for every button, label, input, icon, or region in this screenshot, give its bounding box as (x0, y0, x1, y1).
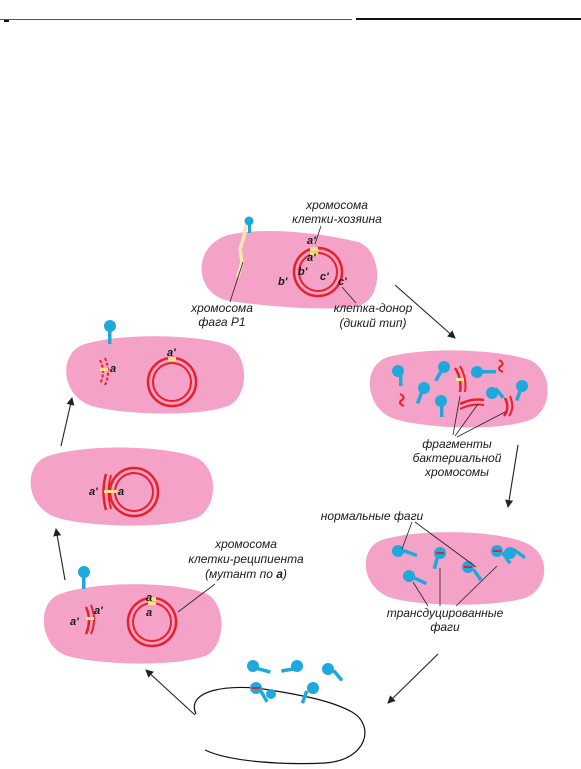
transduced-leader-3 (455, 565, 498, 607)
arrow-recombining-to-transductant (60, 397, 75, 447)
normal-phages-leader-2 (414, 521, 477, 568)
donor-cell (201, 216, 378, 309)
recombining-cell (30, 447, 214, 526)
phage (486, 387, 505, 399)
normal-phage (403, 570, 428, 586)
donor-label-2: (дикий тип) (340, 316, 407, 330)
cell-body (365, 532, 545, 605)
chromosome (146, 356, 198, 408)
fragments-label-2: бактериальной (413, 451, 502, 465)
phage (435, 395, 447, 417)
transduced-leader-1 (412, 581, 429, 607)
phage (266, 689, 276, 699)
phage-p1 (236, 216, 254, 278)
transductant-cell (66, 320, 245, 414)
transduced-label-2: фаги (430, 620, 460, 634)
host-chromosome-leader (314, 225, 322, 245)
degraded-fragment (99, 357, 109, 386)
paired-fragment (102, 473, 117, 511)
normal-phages-label: нормальные фаги (321, 509, 424, 523)
recipient-leader (177, 583, 216, 613)
top-rule-mark (4, 20, 9, 22)
recipient-chromosome (126, 596, 178, 648)
gene-a-pair-label: a (118, 486, 124, 498)
cell-body (369, 350, 548, 428)
gene-a-prime-fragment-label: a' (70, 616, 79, 628)
donor-label-1: клетка-донор (334, 301, 413, 315)
released-phages (193, 660, 366, 765)
host-chromosome (292, 246, 344, 298)
arrow-lysing-to-released (387, 653, 439, 704)
normal-phage (392, 545, 418, 558)
phage (300, 682, 319, 704)
arrow-infected-to-lysing (505, 444, 519, 508)
lysing-cell (365, 532, 545, 605)
chromosome-fragments (398, 359, 514, 417)
infected-cell (369, 350, 548, 428)
gene-a-prime-pair-label: a' (89, 486, 98, 498)
phage-chromosome-leader (229, 261, 244, 303)
fragments-label-3: хромосомы (424, 465, 489, 479)
arrow-released-to-recipient (145, 669, 196, 716)
transduced-phage (432, 547, 446, 570)
injected-fragment (84, 604, 95, 635)
transduced-phage (491, 545, 512, 565)
gene-a-prime-fragment-label-2: a' (94, 605, 103, 617)
gene-c-prime-label: c' (338, 276, 347, 288)
gene-a-prime-transductant-label: a' (167, 347, 176, 359)
recipient-cell (43, 566, 222, 664)
phage (247, 660, 271, 674)
gene-a-inner-label: a (146, 607, 152, 619)
phage (471, 366, 496, 378)
phage (415, 382, 430, 405)
fragment-leader-1 (452, 395, 461, 436)
gene-a-prime-inner-label: a' (307, 252, 316, 264)
host-chromosome-label-2: клетки-хозяина (292, 212, 382, 226)
lysed-cell-outline (193, 686, 366, 765)
phage-chromosome-label-2: фага Р1 (198, 315, 245, 329)
phage (281, 660, 303, 673)
fragments-label-1: фрагменты (422, 437, 492, 451)
phage (250, 682, 269, 703)
fragment-leader-2 (454, 403, 479, 437)
phage (322, 663, 344, 682)
attached-phage (104, 320, 116, 344)
gene-b-prime-label: b' (278, 276, 288, 288)
phage (514, 380, 528, 402)
transduced-phage (462, 561, 483, 582)
gene-c-prime-inner-label: c' (320, 271, 329, 283)
phage (392, 365, 404, 386)
gene-b-prime-inner-label: b' (298, 266, 308, 278)
top-rule (0, 19, 352, 20)
host-chromosome-label-1: хромосома (305, 198, 368, 212)
phage (434, 361, 450, 382)
arrow-recipient-to-recombining (53, 528, 66, 581)
gene-a-prime-label: a' (307, 235, 316, 247)
transduced-label-1: трансдуцированные (387, 606, 504, 620)
recipient-label-2: клетки-реципиента (188, 552, 304, 566)
attached-phage (78, 566, 90, 589)
gene-a-label: a (146, 592, 152, 604)
top-rule-bold (356, 18, 581, 20)
recipient-label-3: (мутант по a) (205, 567, 287, 581)
donor-leader (341, 286, 357, 304)
recipient-label-1: хромосома (214, 537, 277, 551)
cell-body (30, 447, 214, 526)
normal-phages-leader-1 (401, 521, 413, 550)
transduced-phage (504, 547, 527, 560)
fragment-leader-3 (456, 411, 506, 438)
phage-chromosome-label-1: хромосома (190, 301, 253, 315)
gene-a-fragment-label: a (110, 363, 116, 375)
arrow-donor-to-infected (394, 284, 456, 339)
